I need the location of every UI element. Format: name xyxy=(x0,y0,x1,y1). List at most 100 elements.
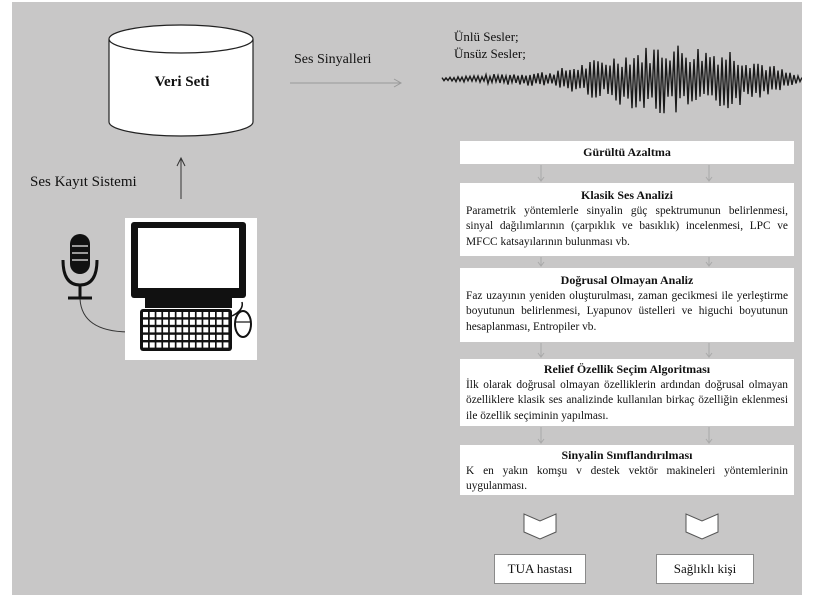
keyboard-key xyxy=(223,312,229,318)
arrowhead xyxy=(537,438,545,444)
keyboard-key xyxy=(189,312,195,318)
computer-icon xyxy=(125,218,257,360)
keyboard-key xyxy=(176,334,182,340)
keyboard-key xyxy=(149,312,155,318)
keyboard-key xyxy=(169,334,175,340)
keyboard-key xyxy=(156,312,162,318)
keyboard-key xyxy=(156,327,162,333)
keyboard-key xyxy=(183,327,189,333)
keyboard-key xyxy=(163,334,169,340)
keyboard-key xyxy=(143,319,148,325)
keyboard-key xyxy=(143,334,148,340)
book-icon xyxy=(523,513,557,540)
vowel-label: Ünlü Sesler; xyxy=(454,29,519,44)
keyboard-key xyxy=(183,334,189,340)
speech-waveform xyxy=(441,45,802,114)
keyboard-key xyxy=(189,327,195,333)
keyboard-key xyxy=(163,319,169,325)
step-description: K en yakın komşu v destek vektör makinel… xyxy=(466,464,788,493)
noise-reduction-box: Gürültü Azaltma xyxy=(460,141,794,164)
keyboard-key xyxy=(183,342,189,348)
arrowhead xyxy=(705,176,713,182)
keyboard-key xyxy=(149,334,155,340)
database-label: Veri Seti xyxy=(154,74,210,90)
pipeline-arrows xyxy=(537,165,713,444)
keyboard-key xyxy=(223,319,229,325)
step-description: Parametrik yöntemlerle sinyalin güç spek… xyxy=(466,204,788,248)
keyboard-key xyxy=(183,319,189,325)
keyboard-key xyxy=(216,334,222,340)
microphone-icon xyxy=(61,234,142,333)
keyboard-key xyxy=(210,334,215,340)
upload-arrow xyxy=(176,156,186,199)
keyboard-key xyxy=(196,312,202,318)
keyboard-key xyxy=(149,342,155,348)
arrowhead xyxy=(537,176,545,182)
keyboard-key xyxy=(216,342,222,348)
signal-arrow xyxy=(290,78,403,88)
keyboard-key xyxy=(143,312,148,318)
arrowhead xyxy=(537,261,545,267)
keyboard-key xyxy=(156,319,162,325)
output-healthy-box: Sağlıklı kişi xyxy=(656,554,754,584)
keyboard-key xyxy=(176,319,182,325)
waveform-labels: Ünlü Sesler; Ünsüz Sesler; xyxy=(454,28,526,62)
keyboard-key xyxy=(203,319,209,325)
recording-system-label: Ses Kayıt Sistemi xyxy=(30,174,137,190)
arrowhead xyxy=(705,352,713,358)
keyboard-key xyxy=(163,327,169,333)
keyboard-key xyxy=(223,327,229,333)
nonlinear-analysis-box: Doğrusal Olmayan Analiz Faz uzayının yen… xyxy=(460,268,794,342)
keyboard-key xyxy=(216,312,222,318)
keyboard-key xyxy=(210,327,215,333)
arrowhead xyxy=(537,352,545,358)
keyboard-key xyxy=(149,319,155,325)
keyboard-key xyxy=(143,327,148,333)
keyboard-key xyxy=(156,334,162,340)
keyboard-key xyxy=(203,334,209,340)
keyboard-key xyxy=(163,342,169,348)
keyboard-key xyxy=(169,342,175,348)
step-title: Klasik Ses Analizi xyxy=(580,188,674,202)
diagram-graphics xyxy=(61,24,802,540)
keyboard-key xyxy=(156,342,162,348)
keyboard-key xyxy=(143,342,148,348)
keyboard-key xyxy=(216,327,222,333)
keyboard-key xyxy=(189,342,195,348)
keyboard-key xyxy=(210,342,215,348)
step-title: Doğrusal Olmayan Analiz xyxy=(560,273,694,287)
keyboard-key xyxy=(223,334,229,340)
database-cylinder-icon xyxy=(108,24,254,137)
keyboard-key xyxy=(189,334,195,340)
step-description: Faz uzayının yeniden oluşturulması, zama… xyxy=(466,289,788,333)
keyboard-key xyxy=(216,319,222,325)
keyboard-key xyxy=(196,334,202,340)
keyboard-key xyxy=(196,327,202,333)
arrowhead xyxy=(705,438,713,444)
arrowhead xyxy=(705,261,713,267)
step-title: Relief Özellik Seçim Algoritması xyxy=(543,362,711,376)
step-title: Sinyalin Sınıflandırılması xyxy=(561,448,693,462)
keyboard-key xyxy=(169,327,175,333)
classification-box: Sinyalin Sınıflandırılması K en yakın ko… xyxy=(460,445,794,495)
classic-analysis-box: Klasik Ses Analizi Parametrik yöntemlerl… xyxy=(460,183,794,256)
keyboard-key xyxy=(176,327,182,333)
keyboard-key xyxy=(176,312,182,318)
diagram-canvas: Veri Seti Ses Sinyalleri Ses Kayıt Siste… xyxy=(12,2,802,595)
keyboard-key xyxy=(210,312,215,318)
keyboard-key xyxy=(196,319,202,325)
keyboard-key xyxy=(183,312,189,318)
keyboard-key xyxy=(203,312,209,318)
keyboard-key xyxy=(210,319,215,325)
book-icon xyxy=(685,513,719,540)
keyboard-key xyxy=(189,319,195,325)
keyboard-key xyxy=(203,327,209,333)
keyboard-key xyxy=(196,342,202,348)
step-description: İlk olarak doğrusal olmayan özelliklerin… xyxy=(466,378,788,422)
keyboard-key xyxy=(169,312,175,318)
consonant-label: Ünsüz Sesler; xyxy=(454,46,526,61)
keyboard-key xyxy=(163,312,169,318)
output-patient-box: TUA hastası xyxy=(494,554,586,584)
keyboard-key xyxy=(223,342,229,348)
keyboard-key xyxy=(176,342,182,348)
